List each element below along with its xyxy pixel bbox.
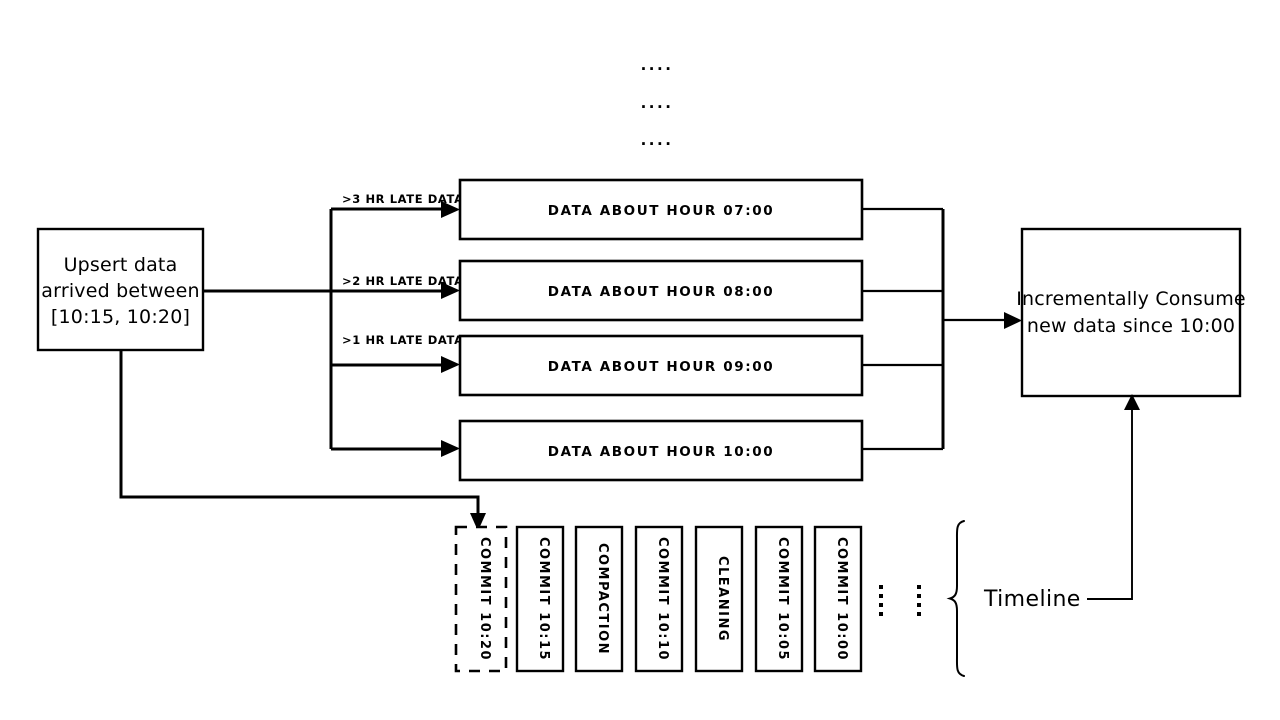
- timeline-instant-box-commit-1010[interactable]: [634, 525, 684, 673]
- source-to-timeline-connector: [119, 350, 486, 531]
- timeline-bracket-label: Timeline: [983, 587, 1081, 612]
- data-partition-box-hour-07[interactable]: [458, 178, 864, 241]
- timeline-instant-box-commit-1015[interactable]: [515, 525, 565, 673]
- timeline-instant-label-commit-1005: COMMIT 10:05: [775, 537, 790, 661]
- top-ellipsis-row-3: ....: [641, 131, 674, 149]
- timeline-instant-compaction[interactable]: COMPACTION: [574, 525, 624, 673]
- top-ellipsis-row-2: ....: [641, 94, 674, 112]
- data-partition-label-hour-09: DATA ABOUT HOUR 09:00: [548, 359, 774, 375]
- upsert-source-line-2: arrived between: [41, 280, 199, 302]
- top-ellipsis-row-1: ....: [641, 56, 674, 74]
- timeline-instant-box-commit-1020[interactable]: [454, 525, 508, 673]
- fanout-connector-group: [203, 201, 460, 457]
- timeline-trailing-ellipsis-group: [879, 585, 921, 616]
- data-partition-box-hour-10[interactable]: [458, 419, 864, 482]
- arrow-head-consumer-bottom: [1124, 394, 1140, 410]
- incremental-consumer-line-1: Incrementally Consume: [1016, 288, 1246, 310]
- timeline-trailing-ellipsis-1: [879, 585, 883, 616]
- timeline-trailing-ellipsis-2: [917, 585, 921, 616]
- upsert-source-line-3: [10:15, 10:20]: [51, 306, 190, 328]
- data-partition-hour-09[interactable]: DATA ABOUT HOUR 09:00: [458, 334, 864, 397]
- source-to-timeline-line: [119, 350, 480, 518]
- data-partition-box-hour-09[interactable]: [458, 334, 864, 397]
- upsert-source-box[interactable]: [36, 227, 205, 352]
- timeline-instant-commit-1015[interactable]: COMMIT 10:15: [515, 525, 565, 673]
- timeline-instant-commit-1005[interactable]: COMMIT 10:05: [754, 525, 804, 673]
- data-partition-label-hour-07: DATA ABOUT HOUR 07:00: [548, 203, 774, 219]
- timeline-instants-group: COMMIT 10:20 COMMIT 10:15 COMPACTION COM…: [454, 525, 863, 673]
- data-partition-hour-08[interactable]: DATA ABOUT HOUR 08:00: [458, 259, 864, 322]
- arrow-head-hour-10: [441, 440, 460, 457]
- incremental-consumer-node[interactable]: Incrementally Consume new data since 10:…: [1016, 227, 1246, 398]
- arrow-head-commit-1020: [470, 513, 486, 531]
- arrow-head-consumer-left: [1004, 312, 1022, 329]
- timeline-instant-box-commit-1005[interactable]: [754, 525, 804, 673]
- upsert-source-node[interactable]: Upsert data arrived between [10:15, 10:2…: [36, 227, 205, 352]
- timeline-to-consumer-connector: [1087, 394, 1140, 600]
- timeline-instant-commit-1000[interactable]: COMMIT 10:00: [813, 525, 863, 673]
- data-partition-label-hour-10: DATA ABOUT HOUR 10:00: [548, 444, 774, 460]
- arrow-head-hour-08: [441, 282, 460, 299]
- timeline-instant-label-commit-1010: COMMIT 10:10: [655, 537, 670, 661]
- timeline-curly-brace: [946, 520, 965, 677]
- upsert-source-line-1: Upsert data: [64, 254, 178, 276]
- data-partition-label-hour-08: DATA ABOUT HOUR 08:00: [548, 284, 774, 300]
- timeline-instant-label-commit-1015: COMMIT 10:15: [536, 537, 551, 661]
- timeline-instant-label-commit-1020: COMMIT 10:20: [477, 537, 492, 661]
- arrow-head-hour-09: [441, 356, 460, 373]
- timeline-instant-commit-1010[interactable]: COMMIT 10:10: [634, 525, 684, 673]
- timeline-instant-label-compaction: COMPACTION: [595, 543, 610, 655]
- timeline-brace-group: Timeline: [946, 520, 1081, 677]
- edge-label-late-2hr: >2 HR LATE DATA: [342, 274, 464, 288]
- timeline-instant-box-cleaning[interactable]: [694, 525, 744, 673]
- edge-label-late-1hr: >1 HR LATE DATA: [342, 333, 464, 347]
- timeline-instant-commit-1020[interactable]: COMMIT 10:20: [454, 525, 508, 673]
- incremental-consumer-box[interactable]: [1020, 227, 1242, 398]
- timeline-instant-label-commit-1000: COMMIT 10:00: [834, 537, 849, 661]
- edge-label-late-3hr: >3 HR LATE DATA: [342, 192, 464, 206]
- data-partition-box-hour-08[interactable]: [458, 259, 864, 322]
- data-partition-hour-07[interactable]: DATA ABOUT HOUR 07:00: [458, 178, 864, 241]
- fanin-connector-group: [862, 207, 1022, 451]
- arrow-head-hour-07: [441, 201, 460, 218]
- edge-label-group: >3 HR LATE DATA >2 HR LATE DATA >1 HR LA…: [342, 192, 464, 347]
- timeline-instant-box-compaction[interactable]: [574, 525, 624, 673]
- top-ellipsis-group: .... .... ....: [641, 56, 674, 149]
- timeline-instant-box-commit-1000[interactable]: [813, 525, 863, 673]
- incremental-consumer-line-2: new data since 10:00: [1027, 315, 1235, 337]
- timeline-to-consumer-line: [1087, 408, 1133, 600]
- timeline-instant-cleaning[interactable]: CLEANING: [694, 525, 744, 673]
- timeline-instant-label-cleaning: CLEANING: [715, 556, 730, 642]
- data-partition-hour-10[interactable]: DATA ABOUT HOUR 10:00: [458, 419, 864, 482]
